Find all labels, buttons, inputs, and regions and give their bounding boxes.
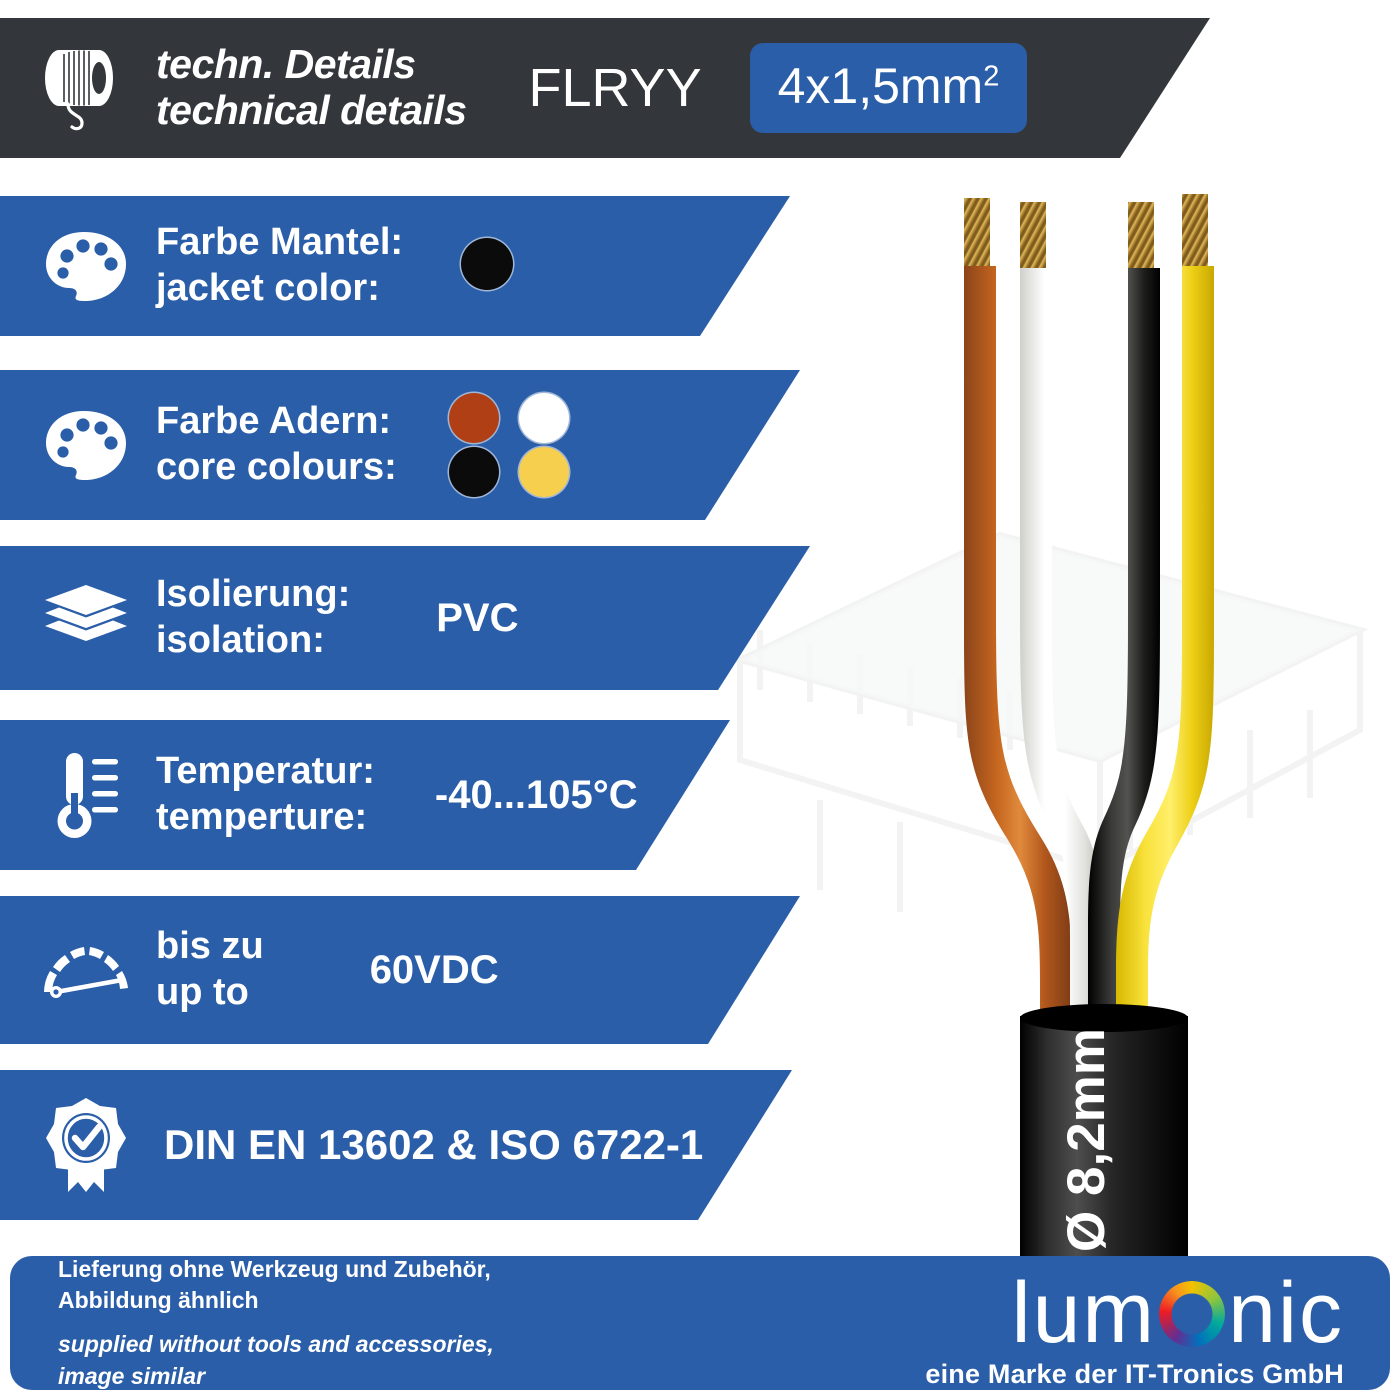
spec-value-temperature: -40...105°C (434, 772, 638, 817)
disclaimer-de-line2: Abbildung ähnlich (58, 1287, 259, 1314)
brand-wordmark: lum nic (925, 1265, 1344, 1361)
swatch-yellow (518, 447, 569, 497)
disclaimer-de-line1: Lieferung ohne Werkzeug und Zubehör, (58, 1255, 491, 1282)
swatch-brown (448, 393, 499, 443)
spec-row-voltage: bis zu up to 60VDC (0, 896, 800, 1044)
label-de: Farbe Adern: (156, 400, 392, 443)
label-en: jacket color: (156, 267, 380, 309)
swatch-black (461, 237, 514, 290)
thermometer-icon (38, 749, 134, 841)
label-en: isolation: (156, 619, 325, 661)
label-en: up to (156, 971, 249, 1013)
header-title-en: technical details (156, 87, 467, 133)
spec-row-temperature: Temperatur: temperture: -40...105°C (0, 720, 730, 870)
palette-icon (38, 230, 134, 302)
label-en: core colours: (156, 446, 397, 488)
spec-label-voltage: bis zu up to (156, 924, 264, 1015)
brand-part2: nic (1228, 1265, 1344, 1361)
header-bar: techn. Details technical details FLRYY 4… (0, 18, 1210, 158)
spec-value-isolation: PVC (436, 595, 519, 640)
rainbow-ring-icon (1159, 1280, 1226, 1347)
spec-label-jacket-color: Farbe Mantel: jacket color: (156, 220, 403, 311)
gauge-icon (38, 940, 134, 1000)
spec-row-isolation: Isolierung: isolation: PVC (0, 546, 810, 690)
jacket-color-swatch-group (461, 237, 514, 295)
badge-exponent: 2 (983, 60, 1000, 93)
cross-section-badge: 4x1,5mm2 (749, 43, 1028, 133)
brand-tagline: eine Marke der IT-Tronics GmbH (925, 1359, 1344, 1390)
spec-label-standards: DIN EN 13602 & ISO 6722-1 (164, 1121, 704, 1168)
spec-label-isolation: Isolierung: isolation: (156, 572, 350, 663)
header-title-de: techn. Details (156, 41, 416, 88)
swatch-white (518, 393, 569, 443)
layers-icon (38, 583, 134, 653)
disclaimer-en-line2: image similar (58, 1362, 206, 1389)
label-de: Farbe Mantel: (156, 221, 404, 264)
footer-bar: Lieferung ohne Werkzeug und Zubehör, Abb… (10, 1256, 1390, 1390)
disclaimer-en-line1: supplied without tools and accessories, (58, 1331, 494, 1357)
cable-product-image: Ø 8,2mm (964, 194, 1214, 1260)
label-de: Temperatur: (156, 750, 375, 793)
header-title-group: techn. Details technical details (156, 41, 467, 134)
brand-part1: lum (1011, 1265, 1157, 1361)
disclaimer-text: Lieferung ohne Werkzeug und Zubehör, Abb… (58, 1254, 698, 1393)
cable-spool-icon (45, 50, 113, 131)
core-colour-swatch-group (448, 391, 589, 499)
brand-logo: lum nic eine Marke der IT-Tronics GmbH (925, 1265, 1344, 1390)
spec-label-temperature: Temperatur: temperture: (156, 749, 375, 840)
label-de: bis zu (156, 925, 264, 968)
certified-ribbon-icon (38, 1096, 134, 1194)
spec-row-standards: DIN EN 13602 & ISO 6722-1 (0, 1070, 792, 1220)
spec-value-voltage: 60VDC (369, 947, 499, 992)
label-de: Isolierung: (156, 573, 351, 616)
core-wires (964, 266, 1214, 1025)
spec-label-core-colours: Farbe Adern: core colours: (156, 399, 397, 490)
copper-conductor-tips (964, 194, 1208, 272)
spec-row-core-colours: Farbe Adern: core colours: (0, 370, 800, 520)
cable-jacket (1020, 1004, 1188, 1260)
spec-row-jacket-color: Farbe Mantel: jacket color: (0, 196, 790, 336)
swatch-black (448, 447, 499, 497)
badge-value: 4x1,5mm (777, 58, 984, 114)
palette-icon (38, 409, 134, 481)
diameter-label: Ø 8,2mm (1057, 1028, 1116, 1252)
product-name: FLRYY (528, 58, 702, 118)
label-en: temperture: (156, 796, 368, 838)
